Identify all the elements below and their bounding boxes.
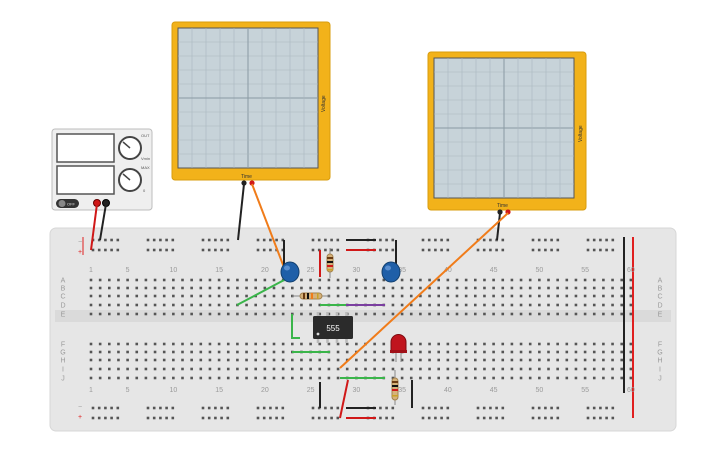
wires[interactable]: [90, 183, 509, 419]
column-number-bottom: 60: [627, 387, 635, 394]
rail-minus-label-top: −: [78, 239, 82, 246]
row-letter-left: F: [61, 342, 65, 349]
row-letter-right: F: [658, 342, 662, 349]
led-red[interactable]: [390, 334, 407, 362]
column-number-top: 25: [307, 267, 315, 274]
column-number-top: 15: [215, 267, 223, 274]
row-letter-left: B: [61, 286, 66, 293]
column-number-top: 45: [490, 267, 498, 274]
column-number-bottom: 20: [261, 387, 269, 394]
chip-label: 555: [326, 324, 340, 333]
row-letter-right: J: [658, 376, 662, 383]
knob2-max-label: MAX: [141, 165, 150, 170]
chip-555[interactable]: 555: [313, 312, 353, 343]
column-number-top: 55: [581, 267, 589, 274]
breadboard-holes: [89, 238, 633, 420]
column-number-top: 40: [444, 267, 452, 274]
oscilloscope-left-y-label: Voltage: [321, 95, 327, 112]
row-letter-left: H: [60, 358, 65, 365]
oscilloscope-right[interactable]: Time Voltage: [427, 51, 587, 215]
oscilloscope-right-y-label: Voltage: [578, 125, 584, 142]
scope-left-probe-red[interactable]: [249, 180, 255, 186]
wire-scope-right-ground[interactable]: [496, 212, 501, 241]
power-switch-label: OFF: [67, 202, 76, 207]
display-voltage: [56, 133, 115, 163]
row-letter-left: D: [60, 303, 65, 310]
oscilloscope-right-x-label: Time: [497, 203, 508, 209]
capacitor-1[interactable]: [280, 261, 300, 283]
scope-left-probe-black[interactable]: [241, 180, 247, 186]
scope-right-probe-black[interactable]: [497, 209, 503, 215]
row-letter-right: B: [658, 286, 663, 293]
row-letter-right: D: [657, 303, 662, 310]
wire-green-diagonal[interactable]: [236, 278, 287, 306]
wire-red-bottom[interactable]: [339, 379, 349, 419]
row-letter-right: C: [657, 294, 662, 301]
wire-scope-right-probe[interactable]: [339, 212, 509, 369]
column-number-top: 1: [89, 267, 93, 274]
rail-plus-label-bottom: +: [78, 414, 82, 421]
column-number-bottom: 55: [581, 387, 589, 394]
column-number-bottom: 15: [215, 387, 223, 394]
column-number-top: 5: [126, 267, 130, 274]
row-letter-left: J: [61, 376, 65, 383]
wire-psu-negative[interactable]: [99, 203, 107, 241]
column-number-bottom: 35: [398, 387, 406, 394]
resistor-vertical-top[interactable]: [326, 248, 334, 278]
resistor-vertical-bottom[interactable]: [391, 370, 399, 405]
column-number-top: 10: [169, 267, 177, 274]
column-number-bottom: 40: [444, 387, 452, 394]
column-number-bottom: 1: [89, 387, 93, 394]
column-number-top: 35: [398, 267, 406, 274]
column-number-top: 20: [261, 267, 269, 274]
column-number-bottom: 45: [490, 387, 498, 394]
oscilloscope-left-x-label: Time: [241, 174, 252, 180]
display-current: [56, 165, 115, 195]
row-letter-right: E: [658, 312, 663, 319]
knob2-min-label: 0: [143, 188, 146, 193]
wire-scope-left-probe[interactable]: [251, 183, 286, 271]
row-letter-right: G: [657, 350, 662, 357]
row-letter-left: C: [60, 294, 65, 301]
row-letter-right: H: [657, 358, 662, 365]
knob1-min-label: Vmin: [141, 156, 150, 161]
oscilloscope-right-grid: [434, 58, 574, 198]
row-letter-left: G: [60, 350, 65, 357]
column-number-bottom: 30: [352, 387, 360, 394]
column-number-top: 30: [352, 267, 360, 274]
column-number-bottom: 25: [307, 387, 315, 394]
column-number-bottom: 10: [169, 387, 177, 394]
row-letter-right: A: [658, 278, 663, 285]
oscilloscope-left-grid: [178, 28, 318, 168]
capacitor-2[interactable]: [381, 261, 401, 283]
wire-psu-positive[interactable]: [90, 203, 98, 251]
column-number-top: 50: [535, 267, 543, 274]
column-number-bottom: 50: [535, 387, 543, 394]
row-letter-left: I: [62, 367, 64, 374]
row-letter-right: I: [659, 367, 661, 374]
row-letter-left: A: [61, 278, 66, 285]
oscilloscope-left[interactable]: Time Voltage: [171, 21, 331, 186]
knob1-max-label: OUT: [141, 133, 150, 138]
rail-plus-label-top: +: [78, 249, 82, 256]
wire-scope-left-ground[interactable]: [237, 183, 245, 241]
power-supply[interactable]: OUT Vmin MAX 0 OFF: [51, 128, 153, 211]
wire-green-left[interactable]: [291, 314, 300, 339]
column-number-bottom: 5: [126, 387, 130, 394]
row-letter-left: E: [61, 312, 66, 319]
resistor-horizontal[interactable]: [292, 292, 330, 300]
column-number-top: 60: [627, 267, 635, 274]
rail-minus-label-bottom: −: [78, 404, 82, 411]
